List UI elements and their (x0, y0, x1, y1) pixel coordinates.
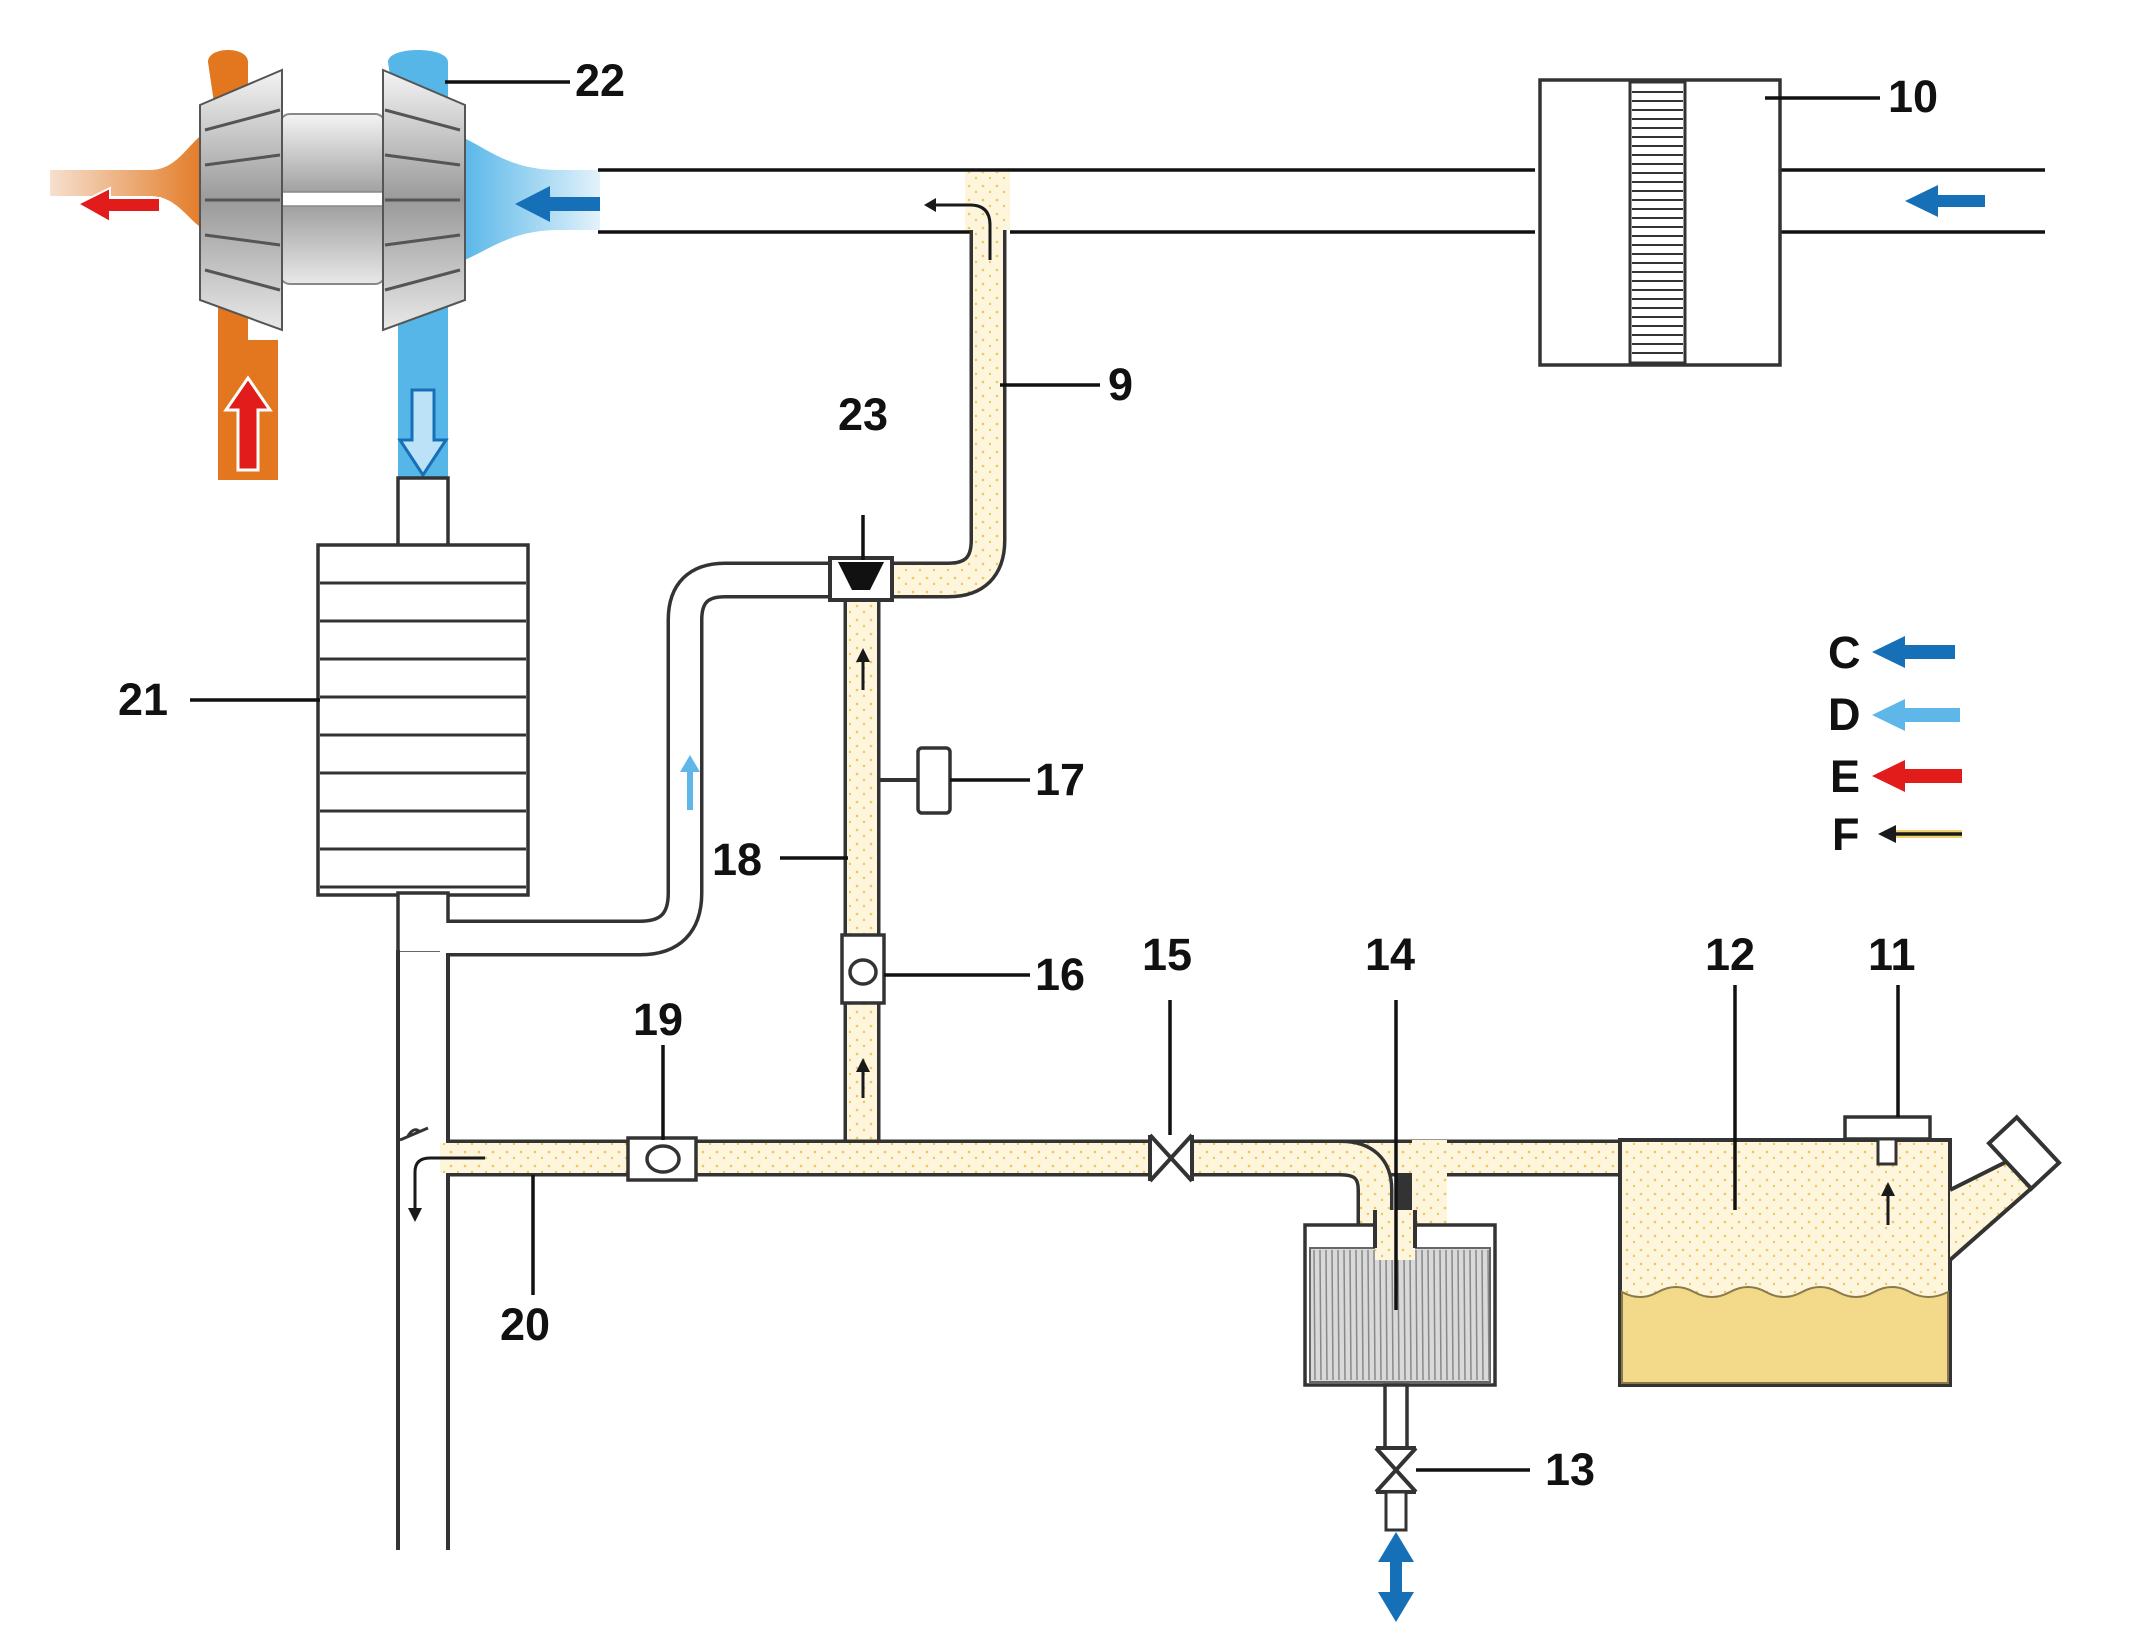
label-16: 16 (1035, 949, 1085, 1000)
label-22: 22 (575, 55, 625, 106)
legend-item-d: D (1828, 689, 1960, 740)
oil-level (1621, 1286, 1949, 1384)
legend-arrow-e-icon (1872, 760, 1962, 792)
legend-item-f: F (1832, 809, 1962, 860)
label-23: 23 (838, 389, 888, 440)
shutoff-valve-15 (1148, 1133, 1194, 1183)
legend-arrow-c-icon (1872, 636, 1955, 668)
intake-air-arrow-icon (680, 755, 700, 810)
label-11: 11 (1868, 929, 1916, 980)
label-9: 9 (1108, 359, 1133, 410)
label-21: 21 (118, 674, 168, 725)
charge-air-cooler (316, 476, 530, 955)
legend-arrow-f-icon (1878, 825, 1896, 843)
label-20: 20 (500, 1299, 550, 1350)
exhaust-in-arrow-icon (223, 375, 273, 472)
legend-key-f: F (1832, 809, 1860, 860)
legend-key-e: E (1830, 751, 1860, 802)
callout-labels: 22 10 9 23 21 17 18 16 15 14 12 11 19 20… (118, 55, 1938, 1495)
legend-key-d: D (1828, 689, 1861, 740)
fresh-air-arrow-icon (1905, 185, 1985, 217)
exhaust-outlet (50, 130, 210, 232)
label-18: 18 (712, 834, 762, 885)
turbocharger (50, 50, 602, 480)
valve-23 (828, 556, 894, 602)
oil-tank-12 (1618, 1114, 2062, 1387)
check-valve-19 (626, 1136, 698, 1182)
legend-item-e: E (1830, 751, 1962, 802)
breather-fill-top (965, 172, 1010, 230)
legend-arrow-d-icon (1872, 699, 1960, 731)
legend: C D E F (1828, 627, 1962, 860)
legend-key-c: C (1828, 627, 1861, 678)
label-12: 12 (1705, 929, 1755, 980)
pipe-network (440, 230, 1620, 1230)
flow-arrows (399, 198, 1895, 1225)
check-valve-16 (840, 933, 886, 1005)
vapor-arrow-icon-18-lower (856, 1058, 870, 1098)
compressor-wheel (382, 68, 466, 332)
sensor-17 (880, 746, 952, 815)
oil-separator-14 (1303, 1210, 1497, 1457)
turbine-wheel (199, 68, 283, 332)
boost-air-down-arrow-icon (397, 388, 449, 478)
leader-lines (190, 80, 1900, 1472)
label-15: 15 (1142, 929, 1192, 980)
shaft (274, 191, 391, 207)
label-10: 10 (1888, 71, 1938, 122)
label-14: 14 (1365, 929, 1415, 980)
label-19: 19 (633, 994, 683, 1045)
label-17: 17 (1035, 754, 1085, 805)
label-13: 13 (1545, 1444, 1595, 1495)
filler-neck-icon (1948, 1114, 2062, 1262)
throttle-icon (399, 1126, 429, 1142)
drain-double-arrow-icon (1378, 1532, 1414, 1622)
intake-duct (598, 168, 2045, 234)
shutoff-valve-13 (1374, 1446, 1418, 1622)
air-filter (1538, 78, 1985, 367)
intake-manifold-pipe (396, 950, 450, 1550)
legend-item-c: C (1828, 627, 1955, 678)
breather-cap-11 (1843, 1115, 1932, 1166)
compressed-air-arrow-icon (515, 186, 602, 222)
vapor-arrow-icon-18-upper (856, 648, 870, 690)
vapor-arrow-icon-20 (413, 1156, 485, 1210)
vapor-arrow-icon-top (930, 203, 992, 260)
exhaust-out-arrow-icon (75, 186, 161, 224)
vapor-arrow-icon-tank (1881, 1182, 1895, 1225)
intake-duct-fill (600, 172, 2040, 230)
